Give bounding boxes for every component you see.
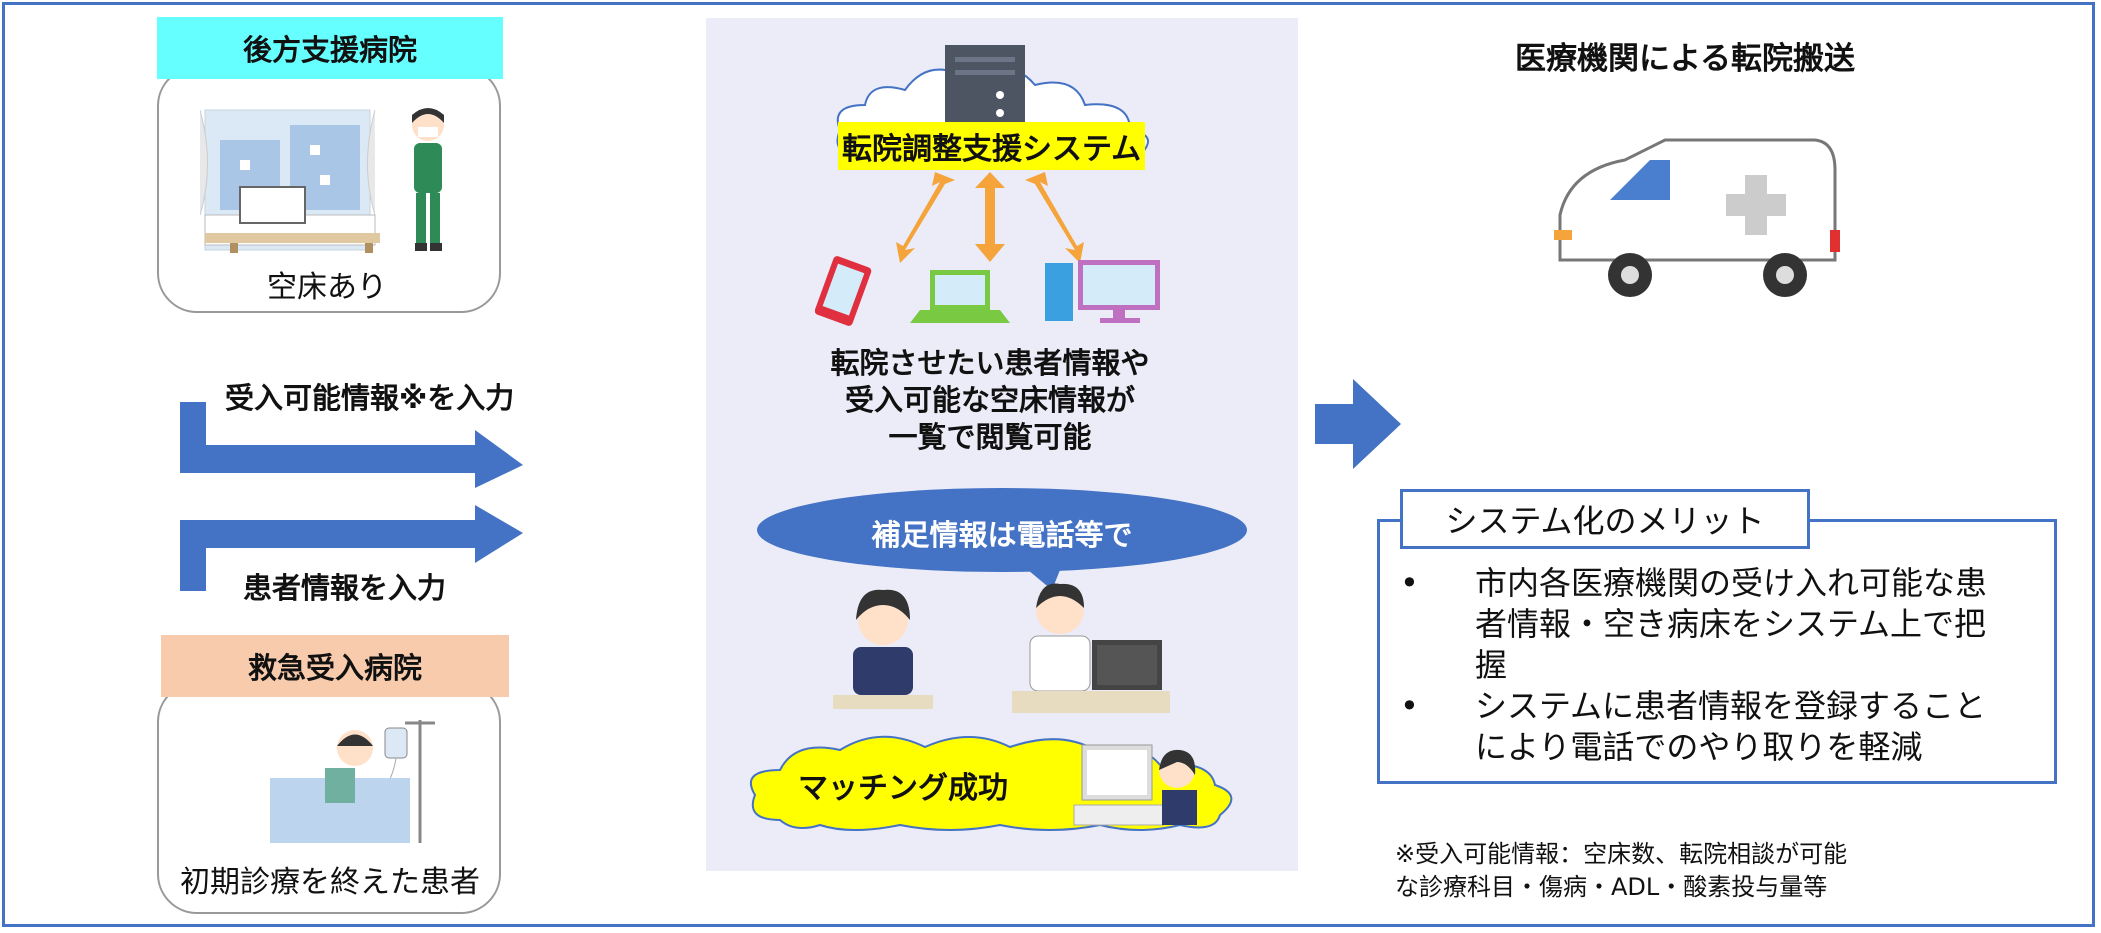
hospital-room-illustration [200,109,380,253]
rear-hospital-label: 後方支援病院 [157,17,503,79]
system-description: 転院させたい患者情報や 受入可能な空床情報が 一覧で閲覧可能 [740,345,1240,456]
footnote-line-2: な診療科目・傷病・ADL・酸素投与量等 [1395,873,1828,901]
merits-list: 市内各医療機関の受け入れ可能な患 者情報・空き病床をシステム上で把 握 システム… [1390,563,2030,768]
system-description-line-1: 転院させたい患者情報や [830,346,1150,380]
merit-item-2: システムに患者情報を登録すること により電話でのやり取りを軽減 [1390,686,2030,768]
emergency-hospital-card [157,682,501,914]
merit-item-1: 市内各医療機関の受け入れ可能な患 者情報・空き病床をシステム上で把 握 [1390,563,2030,686]
merit-1-line-2: 者情報・空き病床をシステム上で把 [1475,605,1987,643]
emergency-hospital-caption: 初期診療を終えた患者 [180,865,480,900]
phone-operator-icon [833,589,933,709]
arrow-availability-to-system [180,402,523,488]
system-description-line-3: 一覧で閲覧可能 [888,420,1092,454]
matching-text: マッチング成功 [798,771,1008,806]
devices-icon [815,256,1160,326]
merit-1-line-1: 市内各医療機関の受け入れ可能な患 [1475,564,1988,602]
transport-title: 医療機関による転院搬送 [1514,41,1856,77]
merit-2-line-2: により電話でのやり取りを軽減 [1475,728,1923,766]
nurse-icon [412,108,444,251]
merit-2-line-1: システムに患者情報を登録すること [1475,687,1987,725]
sync-arrows-icon [896,172,1084,263]
speech-bubble [757,488,1247,590]
patient-in-bed-illustration [270,720,435,843]
pc-operator-icon [1073,744,1197,826]
merit-1-line-3: 握 [1475,646,1508,684]
merits-title: システム化のメリット [1400,489,1810,549]
footnote: ※受入可能情報：空床数、転院相談が可能 な診療科目・傷病・ADL・酸素投与量等 [1395,838,1847,904]
input-patient-label: 患者情報を入力 [243,571,447,605]
arrow-system-to-transport [1315,379,1401,469]
ambulance-icon [1554,138,1840,297]
doctor-phone-icon [1012,583,1170,713]
input-availability-label: 受入可能情報※を入力 [225,381,515,415]
system-title: 転院調整支援システム [838,122,1146,170]
arrow-patient-to-system [180,505,523,591]
footnote-line-1: ※受入可能情報：空床数、転院相談が可能 [1395,840,1848,868]
system-description-line-2: 受入可能な空床情報が [844,383,1135,417]
emergency-hospital-label: 救急受入病院 [161,635,509,697]
phone-bubble-text: 補足情報は電話等で [871,518,1133,552]
rear-hospital-caption: 空床あり [267,270,387,305]
